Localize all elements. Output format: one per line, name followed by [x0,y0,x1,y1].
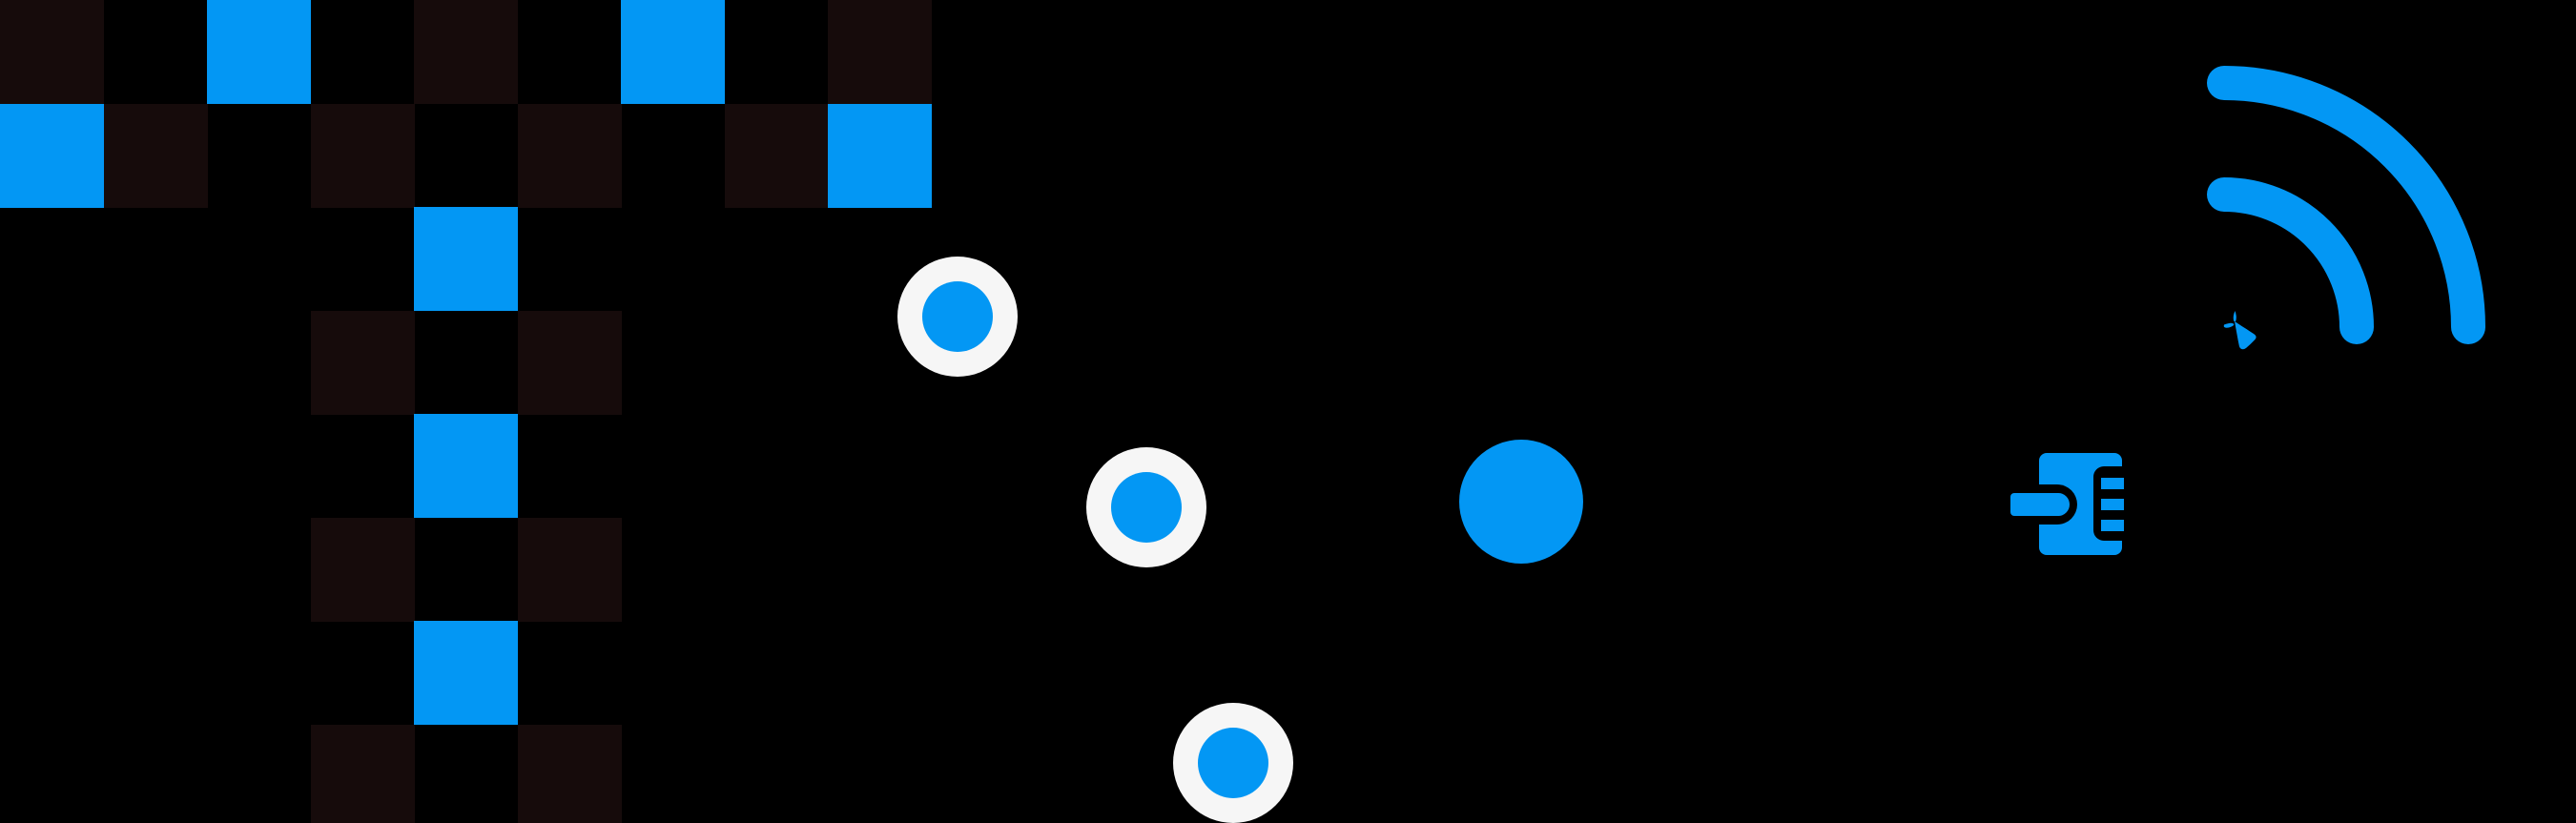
ring-marker [1173,703,1293,823]
ring-marker [1086,447,1206,567]
plug-grill-bar-2 [2101,499,2124,510]
pixel-square-dark [414,0,518,104]
plug-grill-bar-1 [2101,478,2124,489]
ring-marker-center [922,281,993,352]
pixel-square-dark [828,0,932,104]
plug-prong [2010,493,2070,516]
pixel-square-blue [207,0,311,104]
ring-marker-center [1111,472,1182,543]
pixel-square-blue [828,103,932,208]
pixel-square-blue [621,0,725,104]
pixel-square-blue [0,103,104,208]
pixel-square-dark [517,310,622,415]
ring-marker [897,257,1018,377]
spark-petal-left [2223,322,2235,328]
wifi-inner-arc-icon [2207,177,2374,344]
plug-grill-bar-3 [2101,520,2124,531]
pixel-square-dark [310,310,415,415]
pixel-square-dark [517,724,622,823]
pixel-square-dark [310,724,415,823]
pixel-square-dark [310,103,415,208]
pixel-square-dark [310,517,415,622]
pixel-square-dark [724,103,829,208]
pixel-square-dark [517,517,622,622]
pixel-square-blue [414,207,518,311]
pixel-square-blue [414,621,518,725]
pixel-square-blue [414,414,518,518]
spark-cone [2235,321,2257,350]
spark-petal-top [2233,311,2236,322]
pixel-square-dark [517,103,622,208]
wifi-outer-arc-icon [2207,66,2485,344]
spark-icon [2223,311,2257,350]
pixel-square-dark [103,103,208,208]
ring-marker-center [1198,728,1268,798]
solid-blue-dot [1459,440,1583,564]
plug-connector-icon [2010,453,2138,555]
pixel-square-dark [0,0,104,104]
